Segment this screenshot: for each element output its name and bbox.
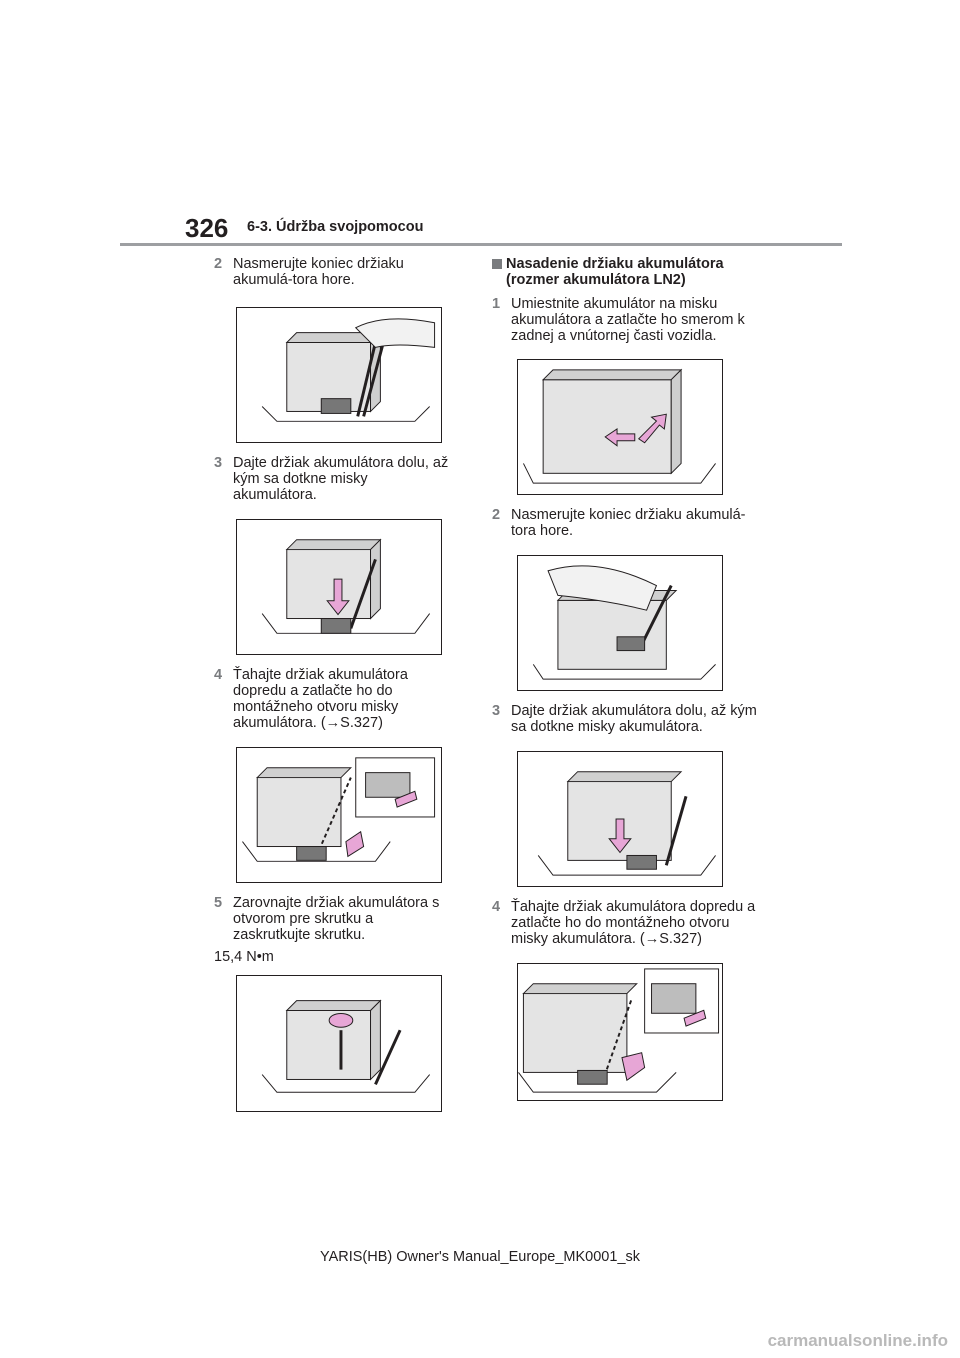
subsection-heading-text: Nasadenie držiaku akumulátora (rozmer ak… [506, 256, 724, 288]
step-number: 4 [214, 667, 223, 683]
right-column: Nasadenie držiaku akumulátora (rozmer ak… [492, 256, 762, 1101]
battery-illustration [261, 538, 431, 634]
footer-text: YARIS(HB) Owner's Manual_Europe_MK0001_s… [319, 1249, 641, 1265]
watermark: carmanualsonline.info [767, 1331, 948, 1350]
figure-battery-holder-up [236, 307, 442, 443]
arrow-icon [328, 1012, 354, 1028]
figure-battery-holder-up-ln2 [517, 555, 723, 691]
figure-battery-push [517, 359, 723, 495]
figure-battery-bolt [236, 975, 442, 1112]
battery-illustration [261, 999, 431, 1093]
step-text: Nasmerujte koniec držiaku akumulá-tora h… [233, 256, 404, 288]
step-text: Umiestnite akumulátor na misku akumuláto… [511, 296, 745, 344]
arrow-icon [637, 413, 667, 444]
torque-value: 15,4 N•m [214, 949, 274, 965]
figure-battery-holder-forward [236, 747, 442, 883]
step-item: 2 Nasmerujte koniec držiaku akumulá-tora… [492, 507, 762, 539]
figure-battery-holder-forward-ln2 [517, 963, 723, 1101]
subsection-heading: Nasadenie držiaku akumulátora (rozmer ak… [492, 256, 762, 288]
step-text: Dajte držiak akumulátora dolu, až kým sa… [511, 703, 757, 735]
battery-illustration [261, 318, 436, 422]
arrow-icon [326, 578, 350, 616]
step-number: 2 [214, 256, 223, 272]
step-item: 3 Dajte držiak akumulátora dolu, až kým … [214, 455, 454, 503]
battery-illustration [532, 565, 716, 680]
arrow-icon [394, 790, 418, 808]
step-text: Ťahajte držiak akumulátora dopredu a zat… [511, 899, 756, 947]
hand-illustration [547, 565, 658, 611]
step-item: 3 Dajte držiak akumulátora dolu, až kým … [492, 703, 762, 735]
arrow-icon [621, 1052, 646, 1082]
step-text: Ťahajte držiak akumulátora dopredu a zat… [233, 667, 408, 731]
arrow-icon [604, 428, 636, 447]
step-number: 3 [492, 703, 501, 719]
square-bullet-icon [492, 259, 502, 269]
step-item: 2 Nasmerujte koniec držiaku akumulá-tora… [214, 256, 454, 288]
step-number: 3 [214, 455, 223, 471]
figure-battery-holder-down [236, 519, 442, 655]
step-item: 4 Ťahajte držiak akumulátora dopredu a z… [492, 899, 762, 947]
step-item: 1 Umiestnite akumulátor na misku akumulá… [492, 296, 762, 344]
battery-illustration [523, 368, 716, 484]
section-title: 6-3. Údržba svojpomocou [247, 219, 424, 235]
arrow-icon [345, 830, 365, 858]
left-column: 2 Nasmerujte koniec držiaku akumulá-tora… [214, 256, 454, 1112]
hand-illustration [354, 318, 436, 348]
battery-illustration [242, 757, 436, 862]
step-item: 4 Ťahajte držiak akumulátora dopredu a z… [214, 667, 454, 731]
battery-illustration [518, 968, 720, 1093]
step-text: Zarovnajte držiak akumulátora s otvorom … [233, 895, 440, 943]
page-number: 326 [185, 213, 229, 243]
battery-illustration [537, 771, 716, 876]
step-text: Nasmerujte koniec držiaku akumulá-tora h… [511, 507, 746, 539]
step-number: 4 [492, 899, 501, 915]
step-number: 2 [492, 507, 501, 523]
step-number: 1 [492, 296, 501, 312]
figure-battery-holder-down-ln2 [517, 751, 723, 887]
step-item: 5 Zarovnajte držiak akumulátora s otvoro… [214, 895, 454, 943]
header-rule [120, 243, 842, 246]
step-number: 5 [214, 895, 223, 911]
arrow-icon [608, 818, 632, 854]
step-text: Dajte držiak akumulátora dolu, až kým sa… [233, 455, 449, 503]
arrow-icon [683, 1009, 707, 1027]
